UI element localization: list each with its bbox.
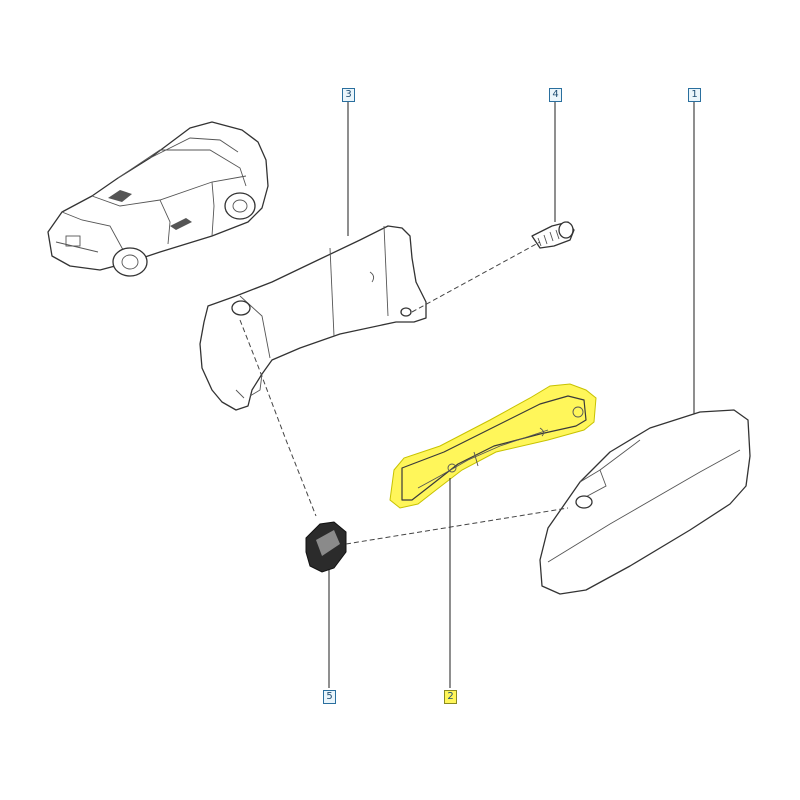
assembly-line-3-to-4 [411,241,541,313]
assembly-line-3-to-5 [239,319,317,517]
callout-3: 3 [342,88,355,102]
callout-4: 4 [549,88,562,102]
part-1-armrest [539,409,751,595]
callout-2: 2 [444,690,457,704]
part-5-switch [305,521,347,573]
car-illustration [47,121,269,277]
assembly-line-5-to-1 [345,507,569,545]
part-3-trim-shell [199,225,427,411]
callout-1: 1 [688,88,701,102]
part-2-trim-strip [389,383,597,509]
part-4-screw [531,221,575,249]
callout-5: 5 [323,690,336,704]
